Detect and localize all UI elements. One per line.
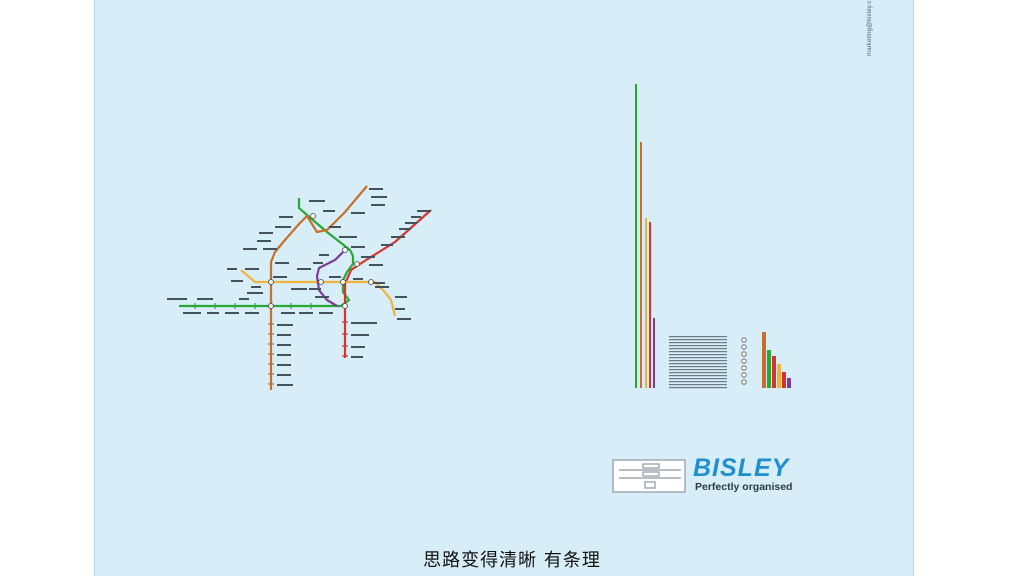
brand-logo: BISLEY xyxy=(693,454,790,482)
metro-line-green xyxy=(179,198,355,308)
compressed-lines xyxy=(635,84,655,388)
contact-email: marketing@bisley.com xyxy=(867,0,873,56)
compressed-labels xyxy=(669,336,727,389)
bar-red xyxy=(649,222,651,388)
filing-cabinet-icon xyxy=(612,459,686,493)
metro-line-orange xyxy=(269,185,368,390)
brand-tagline: Perfectly organised xyxy=(695,481,793,493)
bar-yellow xyxy=(645,218,647,388)
compressed-stations xyxy=(741,337,747,385)
caption-text: 思路变得清晰 有条理 xyxy=(423,550,601,571)
bar-purple xyxy=(653,318,655,388)
metro-stations xyxy=(268,213,374,309)
metro-map xyxy=(167,185,432,390)
bar-green xyxy=(635,84,637,388)
metro-line-yellow xyxy=(240,269,397,317)
bar-orange xyxy=(640,142,642,388)
metro-line-purple xyxy=(315,251,344,307)
compressed-ticks xyxy=(762,332,791,388)
advert-artwork xyxy=(167,84,791,493)
bisley-advert: marketing@bisley.com BISLEY Perfectly or… xyxy=(94,0,914,576)
